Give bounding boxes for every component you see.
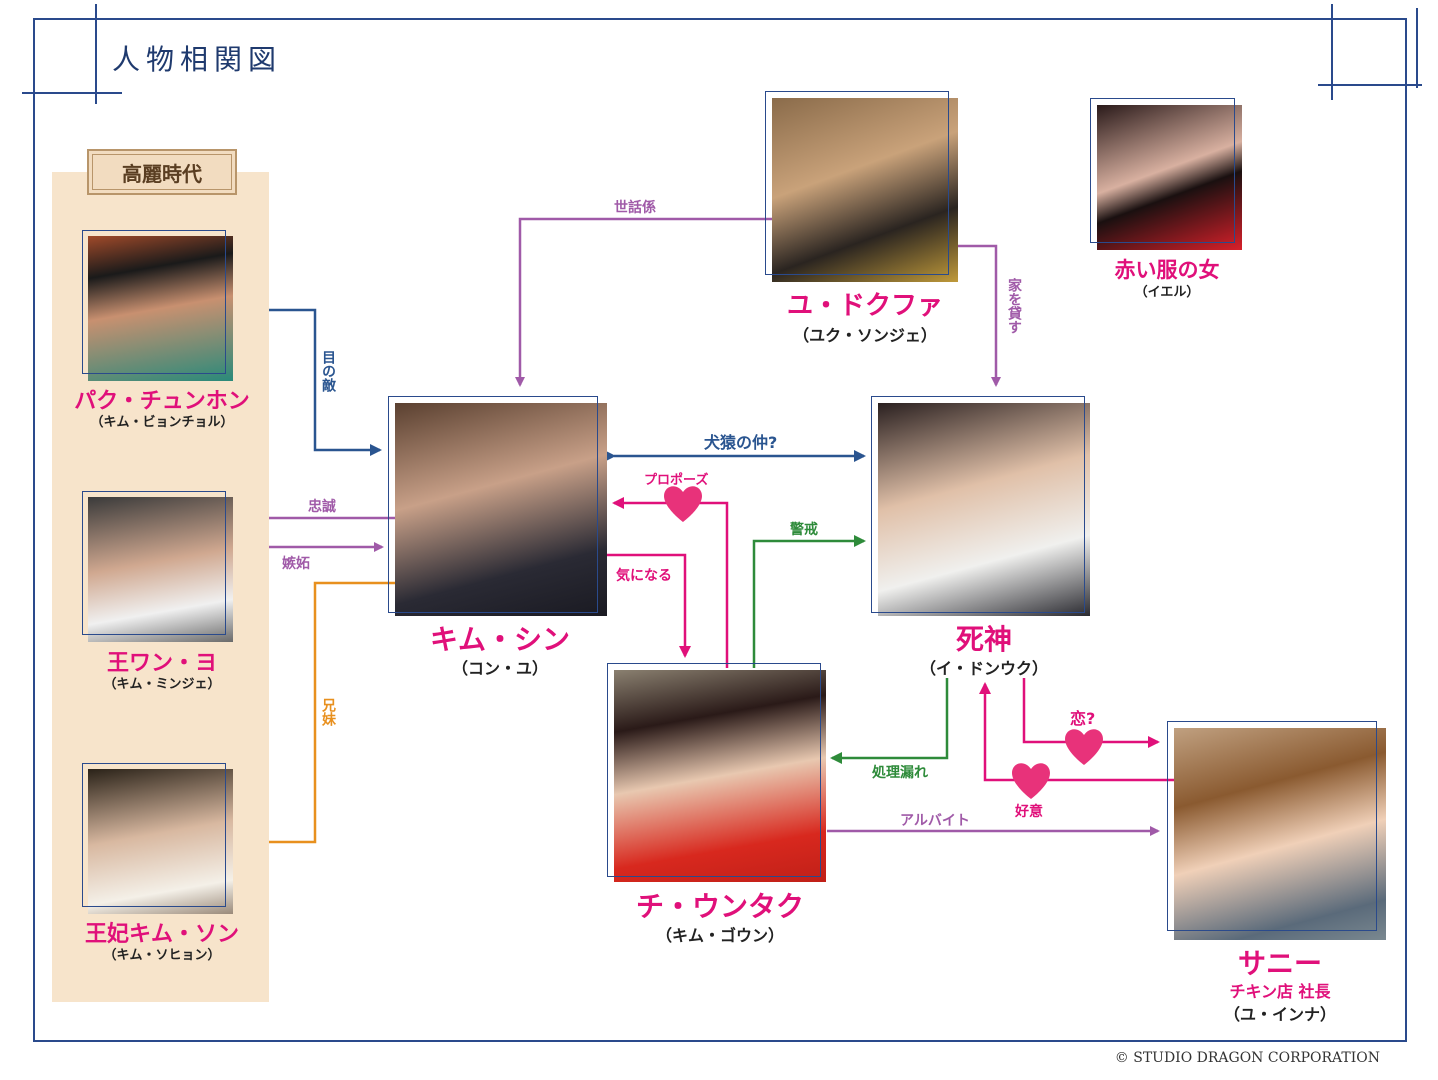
char-role-sunny: チキン店 社長 — [1229, 982, 1331, 1001]
char-name-sunny: サニー — [1237, 947, 1323, 980]
portrait-queen — [82, 763, 233, 914]
relation-label-propose: プロポーズ — [644, 473, 709, 488]
line-propose — [612, 497, 729, 668]
line-enemy — [269, 308, 382, 456]
line-slip — [830, 678, 949, 764]
relation-label-jealousy: 嫉妬 — [282, 556, 310, 572]
relation-label-enemy: 目の敵 — [320, 350, 336, 392]
page-title: 人物相関図 — [112, 43, 283, 76]
char-name-yoo-deokhwa: ユ・ドクファ — [786, 291, 944, 321]
char-actor-queen: （キム・ソヒョン） — [103, 948, 221, 963]
relation-label-loyalty: 忠誠 — [308, 499, 336, 515]
portrait-park — [82, 230, 233, 381]
char-actor-sunny: （ユ・インナ） — [1223, 1005, 1337, 1024]
char-name-park: パク・チュンホン — [74, 389, 250, 414]
char-name-kim-shin: キム・シン — [429, 623, 571, 656]
line-siblings — [269, 581, 395, 844]
frame-corner-line — [1331, 4, 1333, 100]
char-actor-reaper: （イ・ドンウク） — [919, 659, 1049, 678]
relation-label-goodwill: 好意 — [1015, 804, 1043, 820]
era-badge: 高麗時代 — [87, 149, 237, 195]
char-actor-park: （キム・ビョンチョル） — [90, 415, 234, 430]
portrait-kim-shin — [388, 396, 607, 616]
char-name-red-woman: 赤い服の女 — [1114, 258, 1220, 282]
relation-label-lend-house: 家を貸す — [1006, 278, 1022, 334]
char-name-queen: 王妃キム・ソン — [84, 922, 240, 947]
char-actor-yoo-deokhwa: （ユク・ソンジェ） — [793, 326, 937, 345]
portrait-yoo-deokhwa — [765, 91, 958, 282]
portrait-reaper — [871, 396, 1090, 616]
char-actor-red-woman: （イエル） — [1134, 285, 1200, 300]
portrait-wang-wonyeo — [82, 491, 233, 642]
relation-label-siblings: 兄妹 — [320, 698, 336, 726]
frame-corner-line — [1318, 84, 1422, 86]
line-goodwill — [979, 682, 1174, 782]
copyright-text: © STUDIO DRAGON CORPORATION — [1114, 1050, 1380, 1066]
line-interested — [604, 553, 691, 658]
relation-label-slip: 処理漏れ — [872, 765, 928, 781]
char-actor-eun-tak: （キム・ゴウン） — [655, 926, 785, 945]
heart-icon — [1012, 763, 1050, 799]
frame-corner-line — [1416, 8, 1418, 88]
relation-label-love: 恋? — [1070, 709, 1096, 728]
portrait-eun-tak — [607, 663, 826, 882]
line-caretaker — [515, 217, 773, 387]
char-name-wang-wonyeo: 王ワン・ヨ — [106, 651, 218, 676]
diagram-frame — [33, 18, 1407, 1042]
relation-label-wary: 警戒 — [790, 522, 818, 538]
relation-label-interested: 気になる — [616, 568, 672, 584]
char-name-reaper: 死神 — [955, 623, 1013, 656]
line-wary — [752, 535, 866, 668]
relation-label-rivals: 犬猿の仲? — [704, 433, 778, 452]
relation-label-caretaker: 世話係 — [614, 200, 656, 216]
line-lend-house — [958, 244, 1001, 387]
char-actor-wang-wonyeo: （キム・ミンジェ） — [103, 677, 221, 692]
char-actor-kim-shin: （コン・ユ） — [451, 659, 549, 678]
frame-corner-line — [95, 4, 97, 104]
relation-label-parttime: アルバイト — [900, 813, 970, 829]
line-love — [1022, 678, 1160, 748]
portrait-red-woman — [1090, 98, 1242, 250]
heart-icon — [1065, 729, 1103, 765]
portrait-sunny — [1167, 721, 1386, 940]
heart-icon — [664, 486, 702, 522]
char-name-eun-tak: チ・ウンタク — [635, 890, 805, 923]
frame-corner-line — [22, 92, 122, 94]
